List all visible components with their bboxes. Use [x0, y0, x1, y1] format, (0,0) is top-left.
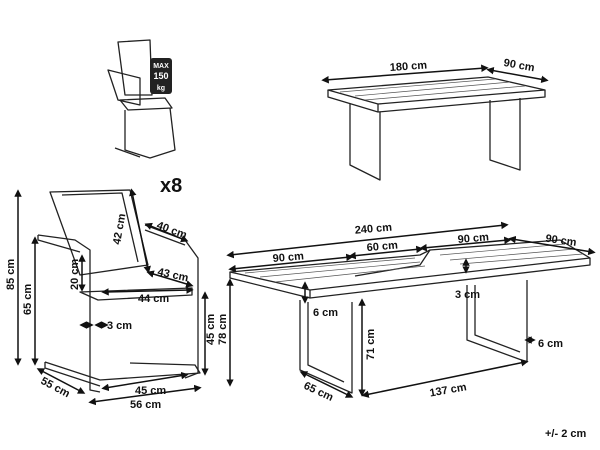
extended-table-illustration: 240 cm 90 cm 60 cm 90 cm 90 cm 3 cm 6 cm… — [217, 222, 596, 404]
closed-width-label: 90 cm — [503, 57, 536, 74]
small-chair-illustration: MAX 150 kg — [107, 39, 176, 159]
table-leg-thickness-label: 6 cm — [538, 338, 563, 350]
table-leg-height-label: 71 cm — [365, 329, 377, 360]
table-right-section-label: 90 cm — [457, 231, 489, 246]
closed-length-label: 180 cm — [389, 59, 427, 74]
chair-seat-height-label: 45 cm — [205, 314, 217, 345]
table-apron-label: 6 cm — [313, 307, 338, 319]
table-top-thickness-label: 3 cm — [455, 289, 480, 301]
badge-max: MAX — [153, 63, 169, 70]
chair-arm-height-label: 65 cm — [22, 284, 34, 315]
badge-weight: 150 — [153, 71, 168, 81]
table-leg-span-label: 137 cm — [429, 381, 468, 399]
chair-back-gap-label: 20 cm — [69, 259, 81, 290]
max-load-badge: MAX 150 kg — [150, 58, 172, 94]
chair-depth-label: 55 cm — [39, 375, 72, 400]
quantity-label: x8 — [160, 175, 182, 197]
table-middle-section-label: 60 cm — [366, 239, 398, 254]
chair-back-width-label: 43 cm — [156, 266, 189, 284]
table-width-label: 90 cm — [545, 233, 578, 249]
table-total-length-label: 240 cm — [354, 222, 392, 237]
table-height-label: 78 cm — [217, 314, 229, 345]
chair-seat-width-label: 44 cm — [138, 293, 169, 305]
chair-total-width-label: 56 cm — [130, 399, 161, 411]
chair-height-label: 85 cm — [5, 259, 17, 290]
table-left-section-label: 90 cm — [272, 250, 304, 265]
chair-illustration: 85 cm 65 cm 42 cm 40 cm 43 cm 20 cm 44 c… — [5, 188, 217, 411]
tolerance-note: +/- 2 cm — [545, 428, 586, 440]
chair-back-height-label: 42 cm — [111, 213, 128, 246]
closed-table-illustration: 180 cm 90 cm — [321, 57, 549, 181]
chair-armrest-label: 40 cm — [155, 220, 189, 242]
chair-frame-thickness-label: 3 cm — [107, 320, 132, 332]
badge-unit: kg — [157, 85, 165, 92]
